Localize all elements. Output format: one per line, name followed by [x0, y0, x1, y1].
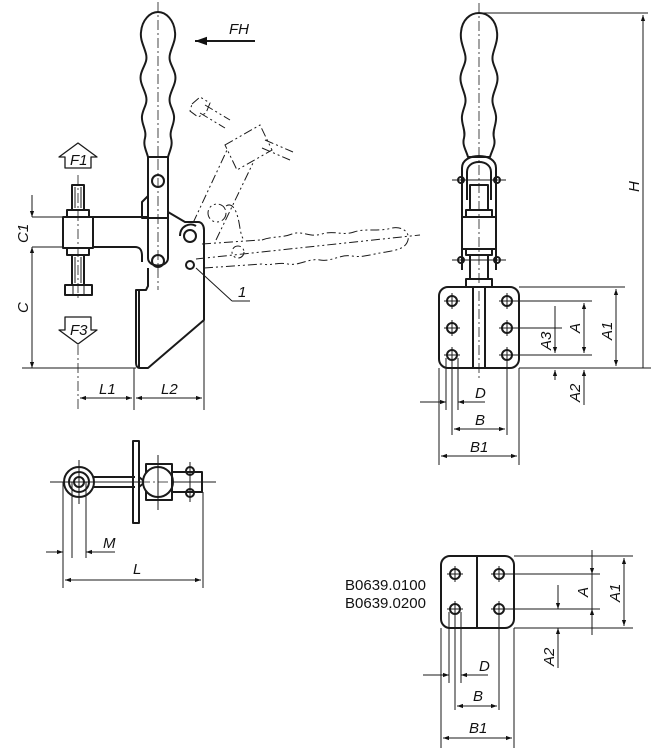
dim-label-a1: A1: [599, 322, 616, 341]
dim-label-b1: B1: [470, 439, 488, 456]
callout-1: 1: [238, 284, 246, 301]
dim-label-a1: A1: [607, 584, 624, 603]
dim-label-b: B: [475, 412, 485, 429]
clamp-arm-top: [132, 440, 140, 524]
dim-label-a3: A3: [538, 331, 555, 351]
dim-label-d: D: [475, 385, 486, 402]
part-number: B0639.0200: [345, 595, 426, 612]
clamping-arm: [93, 216, 148, 262]
dim-label-l: L: [133, 561, 141, 578]
base-variant-view: B0639.0100 B0639.0200 A1 A A2 D: [345, 550, 633, 748]
pivot-pin: [151, 254, 165, 268]
dim-label-l1: L1: [99, 381, 116, 398]
phantom-open-position: [189, 96, 421, 269]
dim-label-l2: L2: [161, 381, 178, 398]
dim-label-c: C: [15, 302, 32, 313]
dim-label-d: D: [479, 658, 490, 675]
force-label-f1: F1: [70, 152, 88, 169]
force-label-fh: FH: [229, 21, 249, 38]
dim-label-m: M: [103, 535, 116, 552]
dim-label-h: H: [626, 181, 643, 192]
side-view: FH F1 F3 1 C1 C L1 L2: [15, 2, 421, 410]
handle-grip: [139, 11, 177, 158]
dim-label-c1: C1: [15, 224, 32, 243]
pivot-pin: [151, 174, 165, 188]
dim-label-a2: A2: [541, 647, 558, 667]
lever-arm: [147, 157, 169, 267]
dim-label-b1: B1: [469, 720, 487, 737]
dim-label-a2: A2: [567, 383, 584, 403]
part-number: B0639.0100: [345, 577, 426, 594]
force-label-f3: F3: [70, 322, 88, 339]
spindle-hex-head: [64, 284, 93, 296]
top-view: M L: [46, 440, 216, 588]
force-arrow-f1: [58, 142, 98, 169]
dim-label-b: B: [473, 688, 483, 705]
mounting-holes: [444, 293, 515, 363]
force-arrow-f3: [58, 316, 98, 345]
front-view: H A1 A A3 A2 D B B1: [420, 3, 651, 465]
dim-label-a: A: [567, 323, 584, 334]
dim-label-a: A: [575, 587, 592, 598]
